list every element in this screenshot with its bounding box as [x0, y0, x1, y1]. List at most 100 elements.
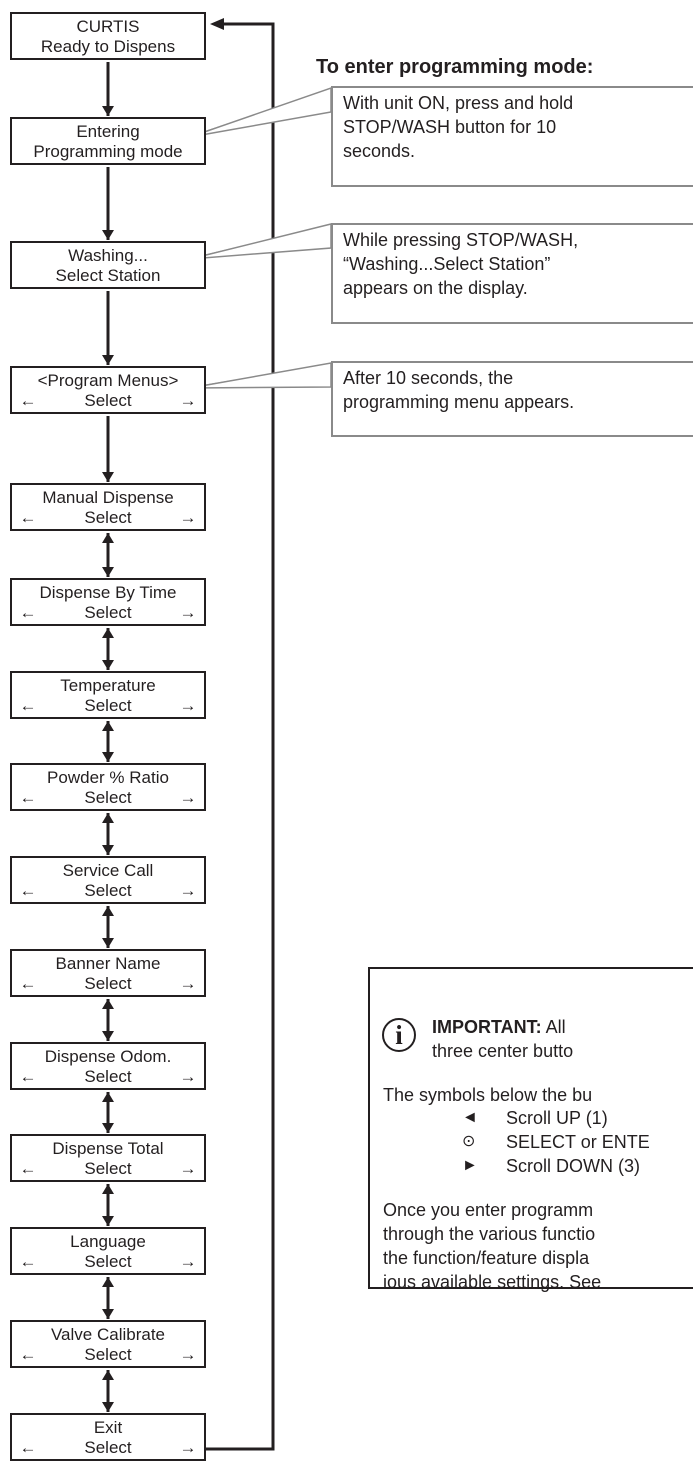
- node-nav-row: ← Select →: [12, 1067, 204, 1087]
- flow-node-4: Manual Dispense ← Select →: [10, 483, 206, 531]
- arrow-left-icon: ←: [19, 1159, 37, 1178]
- node-title: Entering: [76, 122, 140, 141]
- arrowhead-up-icon: [102, 1184, 114, 1194]
- arrowhead-down-icon: [102, 355, 114, 365]
- node-subtitle: Select Station: [55, 266, 161, 285]
- flow-node-11: Dispense Total←Select→: [10, 1134, 206, 1182]
- paragraph-line-1: Once you enter programm: [383, 1200, 594, 1220]
- select-label: Select: [84, 788, 132, 807]
- arrowhead-up-icon: [102, 906, 114, 916]
- select-label: Select: [84, 1438, 132, 1457]
- arrowhead-up-icon: [102, 533, 114, 543]
- node-nav-row: ←Select→: [12, 696, 204, 716]
- arrow-left-icon: ←: [19, 508, 37, 527]
- paragraph-line-4: ious available settings. See: [383, 1272, 602, 1292]
- flow-node-13: Valve Calibrate←Select→: [10, 1320, 206, 1368]
- select-label: Select: [84, 1159, 132, 1178]
- select-label: Select: [84, 1252, 132, 1271]
- flow-node-12: Language ← Select →: [10, 1227, 206, 1275]
- arrowhead-up-icon: [102, 1370, 114, 1380]
- arrowhead-down-icon: [102, 1309, 114, 1319]
- scroll-down-icon: ►: [462, 1157, 478, 1174]
- arrow-right-icon: →: [179, 508, 197, 527]
- arrow-right-icon: →: [179, 1252, 197, 1271]
- arrowhead-down-icon: [102, 660, 114, 670]
- flow-node-14: Exit←Select→: [10, 1413, 206, 1461]
- arrowhead-down-icon: [102, 1123, 114, 1133]
- node-nav-row: ← Select →: [12, 1159, 204, 1179]
- select-label: Select: [84, 974, 132, 993]
- node-title: Manual Dispense: [42, 488, 174, 507]
- arrowhead-down-icon: [102, 938, 114, 948]
- arrow-left-icon: ←: [19, 1345, 37, 1364]
- node-title: Powder % Ratio: [47, 768, 169, 787]
- select-label: Select: [84, 508, 132, 527]
- flow-node-5: Dispense By Time←Select→: [10, 578, 206, 626]
- select-icon: ⊙: [462, 1133, 476, 1150]
- arrowhead-up-icon: [102, 628, 114, 638]
- node-subtitle: Ready to Dispens: [40, 37, 176, 56]
- important-line-1-rest: All: [545, 1017, 566, 1037]
- arrowhead-down-icon: [102, 567, 114, 577]
- arrow-right-icon: →: [179, 1438, 197, 1457]
- arrowhead-down-icon: [102, 1402, 114, 1412]
- arrow-right-icon: →: [179, 696, 197, 715]
- arrow-left-icon: ←: [19, 1067, 37, 1086]
- select-label: Select: [84, 881, 132, 900]
- arrowhead-up-icon: [102, 999, 114, 1009]
- node-nav-row: ← Select →: [12, 1252, 204, 1272]
- node-title: <Program Menus>: [37, 371, 179, 390]
- arrowhead-up-icon: [102, 721, 114, 731]
- callout-line: STOP/WASH button for 10: [343, 117, 557, 137]
- arrowhead-left-icon: [210, 18, 224, 30]
- arrowhead-down-icon: [102, 845, 114, 855]
- node-title: CURTIS: [76, 17, 140, 36]
- arrow-left-icon: ←: [19, 391, 37, 410]
- symbol-description: SELECT or ENTE: [506, 1132, 650, 1152]
- callout-line: “Washing...Select Station”: [343, 254, 551, 274]
- flow-node-2: Washing...Select Station: [10, 241, 206, 289]
- arrow-right-icon: →: [179, 391, 197, 410]
- arrow-right-icon: →: [179, 1067, 197, 1086]
- callout-pointer-wedge: [189, 362, 332, 389]
- arrowhead-down-icon: [102, 752, 114, 762]
- arrow-left-icon: ←: [19, 881, 37, 900]
- node-title: Dispense Odom.: [44, 1047, 172, 1066]
- select-label: Select: [84, 603, 132, 622]
- node-nav-row: ←Select→: [12, 391, 204, 411]
- node-nav-row: ←Select→: [12, 881, 204, 901]
- arrow-left-icon: ←: [19, 974, 37, 993]
- node-title: Language: [70, 1232, 146, 1251]
- arrowhead-up-icon: [102, 1092, 114, 1102]
- callout-line: seconds.: [343, 141, 416, 161]
- select-label: Select: [84, 1067, 132, 1086]
- important-line-2: three center butto: [432, 1041, 574, 1061]
- arrowhead-down-icon: [102, 1216, 114, 1226]
- node-nav-row: ← Select →: [12, 508, 204, 528]
- arrow-right-icon: →: [179, 1159, 197, 1178]
- callout-1: While pressing STOP/WASH,“Washing...Sele…: [331, 223, 693, 324]
- important-label: IMPORTANT:: [432, 1017, 542, 1037]
- loop-back-connector: [206, 22, 275, 1451]
- paragraph-line-3: the function/feature displa: [383, 1248, 590, 1268]
- callout-line: appears on the display.: [343, 278, 528, 298]
- arrow-right-icon: →: [179, 974, 197, 993]
- node-title: Dispense By Time: [39, 583, 177, 602]
- node-nav-row: ←Select→: [12, 788, 204, 808]
- node-nav-row: ←Select→: [12, 1438, 204, 1458]
- arrowhead-down-icon: [102, 472, 114, 482]
- symbol-description: Scroll UP (1): [506, 1108, 608, 1128]
- arrowhead-down-icon: [102, 106, 114, 116]
- node-title: Banner Name: [55, 954, 161, 973]
- arrowhead-up-icon: [102, 813, 114, 823]
- symbol-description: Scroll DOWN (3): [506, 1156, 640, 1176]
- arrowhead-up-icon: [102, 1277, 114, 1287]
- arrow-left-icon: ←: [19, 1252, 37, 1271]
- section-heading: To enter programming mode:: [316, 56, 594, 78]
- flow-node-3: <Program Menus>←Select→: [10, 366, 206, 414]
- callout-pointer-wedge: [189, 86, 332, 138]
- arrow-right-icon: →: [179, 603, 197, 622]
- node-nav-row: ← Select →: [12, 974, 204, 994]
